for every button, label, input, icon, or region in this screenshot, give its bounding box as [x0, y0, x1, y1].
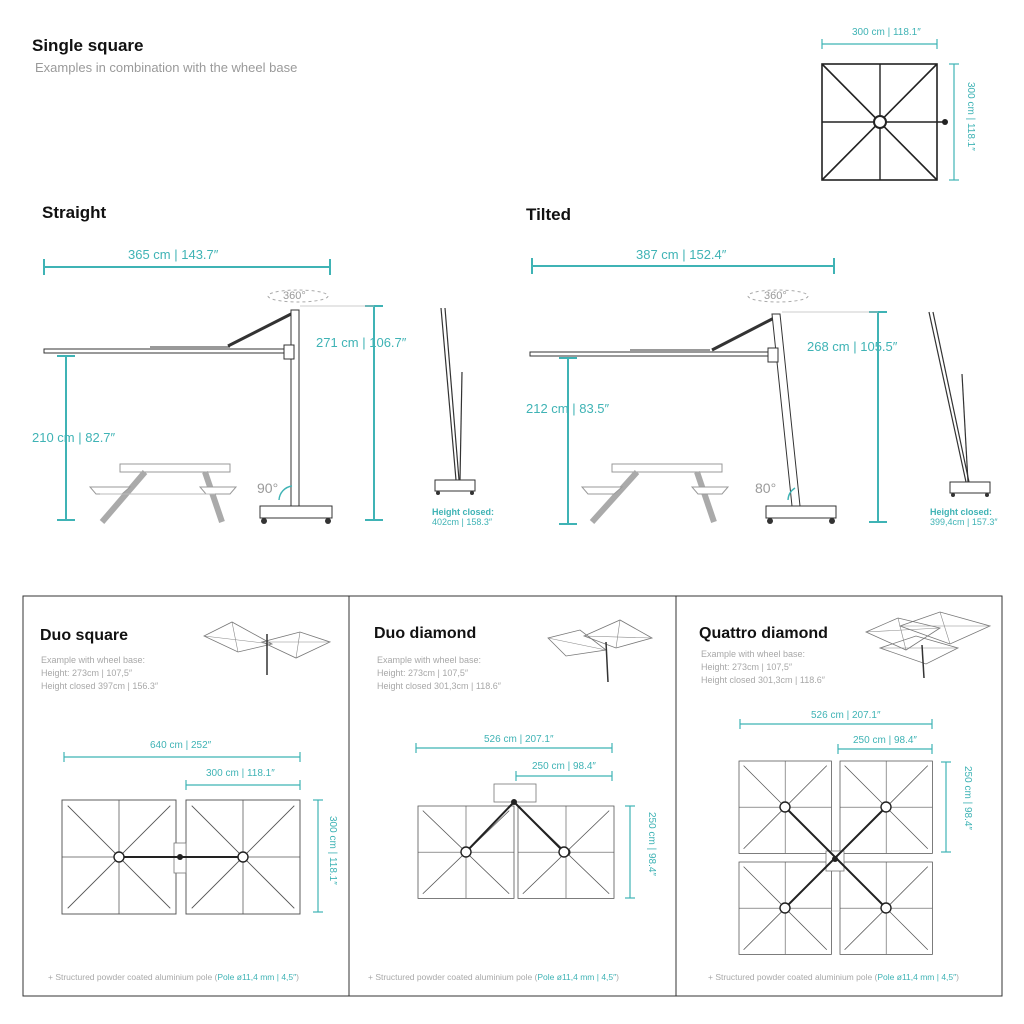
duo-square-vertical-label: 300 cm | 118.1″: [327, 816, 338, 885]
quattro-diamond-info-closed: Height closed 301,3cm | 118.6″: [701, 675, 825, 685]
tilted-side-view: [529, 258, 991, 525]
duo-square-info: Example with wheel base: Height: 273cm |…: [41, 654, 158, 693]
duo-square-footer-pole: Pole ø11,4 mm | 4,5″: [217, 972, 297, 982]
tilted-rotation-label: 360°: [764, 290, 787, 302]
straight-side-view: [43, 259, 476, 524]
duo-square-title: Duo square: [40, 627, 129, 644]
duo-square-footer-text: + Structured powder coated aluminium pol…: [48, 972, 218, 982]
duo-diamond-footer-text: + Structured powder coated aluminium pol…: [368, 972, 538, 982]
quattro-diamond-footer: + Structured powder coated aluminium pol…: [708, 972, 959, 982]
quattro-diamond-drawing: [738, 611, 992, 955]
tilted-span-label: 387 cm | 152.4″: [636, 247, 727, 262]
tilted-closed-note: Height closed: 399,4cm | 157.3″: [930, 507, 998, 527]
duo-square-info-height: Height: 273cm | 107,5″: [41, 668, 133, 678]
duo-diamond-footer-close: ): [616, 972, 619, 982]
straight-closed-value: 402cm | 158.3″: [432, 517, 493, 527]
quattro-diamond-single-label: 250 cm | 98.4″: [853, 735, 917, 746]
tilted-closed-label: Height closed:: [930, 507, 993, 517]
quattro-diamond-info: Example with wheel base: Height: 273cm |…: [701, 648, 825, 687]
quattro-diamond-footer-text: + Structured powder coated aluminium pol…: [708, 972, 878, 982]
straight-clearance-label: 210 cm | 82.7″: [32, 430, 116, 445]
duo-diamond-footer: + Structured powder coated aluminium pol…: [368, 972, 619, 982]
straight-height-label: 271 cm | 106.7″: [316, 335, 407, 350]
tilted-angle-label: 80°: [755, 480, 777, 496]
duo-square-info-heading: Example with wheel base:: [41, 655, 146, 665]
duo-square-footer: + Structured powder coated aluminium pol…: [48, 972, 299, 982]
duo-square-total-label: 640 cm | 252″: [150, 740, 212, 751]
tilted-title: Tilted: [526, 205, 572, 224]
duo-diamond-info-heading: Example with wheel base:: [377, 655, 482, 665]
straight-angle-label: 90°: [257, 480, 279, 496]
tilted-closed-value: 399,4cm | 157.3″: [930, 517, 998, 527]
quattro-diamond-vertical-label: 250 cm | 98.4″: [962, 766, 973, 830]
straight-rotation-label: 360°: [283, 290, 306, 302]
duo-square-drawing: [61, 621, 332, 915]
straight-title: Straight: [42, 203, 107, 222]
quattro-diamond-info-heading: Example with wheel base:: [701, 649, 806, 659]
duo-diamond-total-label: 526 cm | 207.1″: [484, 734, 554, 745]
tilted-clearance-label: 212 cm | 83.5″: [526, 401, 610, 416]
page-subtitle: Examples in combination with the wheel b…: [35, 60, 298, 75]
duo-diamond-info-height: Height: 273cm | 107,5″: [377, 668, 469, 678]
duo-diamond-footer-pole: Pole ø11,4 mm | 4,5″: [537, 972, 617, 982]
quattro-diamond-footer-close: ): [956, 972, 959, 982]
duo-square-info-closed: Height closed 397cm | 156.3″: [41, 681, 159, 691]
quattro-diamond-title: Quattro diamond: [699, 625, 828, 642]
duo-diamond-title: Duo diamond: [374, 625, 477, 642]
duo-diamond-vertical-label: 250 cm | 98.4″: [646, 812, 657, 876]
quattro-diamond-info-height: Height: 273cm | 107,5″: [701, 662, 793, 672]
quattro-diamond-total-label: 526 cm | 207.1″: [811, 710, 881, 721]
duo-square-footer-close: ): [296, 972, 299, 982]
duo-diamond-drawing: [415, 619, 654, 899]
tilted-height-label: 268 cm | 105.5″: [807, 339, 898, 354]
straight-span-label: 365 cm | 143.7″: [128, 247, 219, 262]
panel-frames: [22, 595, 1003, 997]
page-title: Single square: [32, 36, 144, 55]
duo-diamond-info: Example with wheel base: Height: 273cm |…: [377, 654, 501, 693]
top-view-width-label: 300 cm | 118.1″: [852, 27, 921, 38]
straight-closed-label: Height closed:: [432, 507, 495, 517]
quattro-diamond-footer-pole: Pole ø11,4 mm | 4,5″: [877, 972, 957, 982]
duo-diamond-info-closed: Height closed 301,3cm | 118.6″: [377, 681, 501, 691]
single-square-top-view: [821, 39, 959, 181]
top-view-height-label: 300 cm | 118.1″: [965, 82, 976, 151]
duo-square-single-label: 300 cm | 118.1″: [206, 768, 275, 779]
duo-diamond-single-label: 250 cm | 98.4″: [532, 761, 596, 772]
straight-closed-note: Height closed: 402cm | 158.3″: [432, 507, 494, 527]
